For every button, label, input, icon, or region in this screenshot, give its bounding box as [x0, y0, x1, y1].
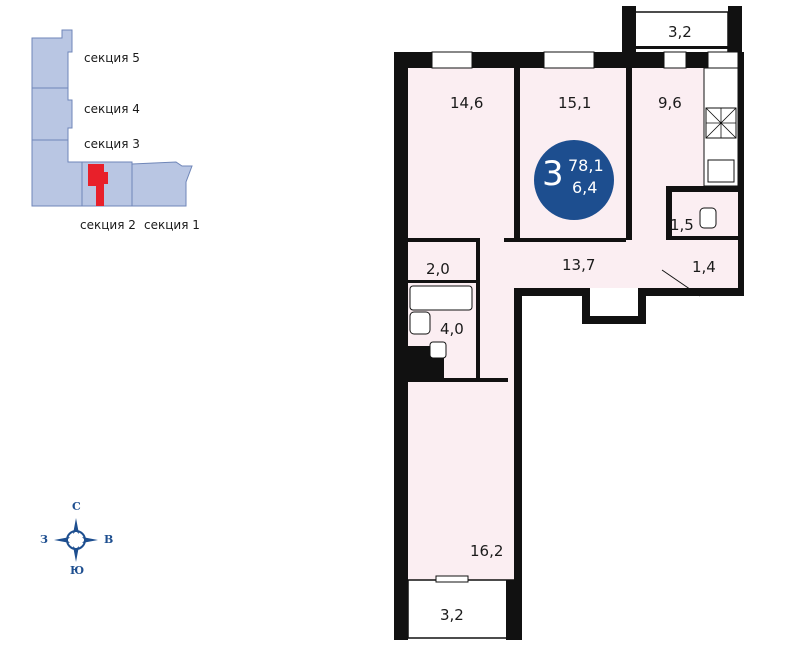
badge-total-area: 78,1: [568, 156, 604, 175]
compass-east: В: [104, 533, 114, 546]
badge-living-area: 6,4: [572, 178, 598, 197]
key-plan-label-section-4: секция 4: [84, 102, 140, 116]
bathroom-toilet: [429, 341, 447, 359]
apartment-badge: 3 78,1 6,4: [534, 140, 614, 220]
key-plan: [31, 29, 193, 207]
compass-icon: [54, 518, 98, 562]
sink: [707, 159, 735, 183]
key-plan-label-section-3: секция 3: [84, 137, 140, 151]
key-plan-section-3: [31, 139, 83, 207]
key-plan-section-1: [131, 161, 193, 207]
area-balcony-bottom: 3,2: [440, 606, 464, 624]
area-bathroom: 4,0: [440, 320, 464, 338]
area-balcony-top: 3,2: [668, 23, 692, 41]
toilet: [699, 207, 717, 229]
key-plan-label-section-5: секция 5: [84, 51, 140, 65]
key-plan-label-section-1: секция 1: [144, 218, 200, 232]
key-plan-section-5: [31, 29, 73, 89]
area-hall-small: 1,4: [692, 258, 716, 276]
area-room-mid-top: 15,1: [558, 94, 592, 112]
washbasin: [409, 311, 431, 335]
key-plan-section-4: [31, 87, 73, 141]
badge-rooms-count: 3: [542, 154, 564, 194]
walls: [394, 6, 744, 640]
area-wc: 1,5: [670, 216, 694, 234]
area-kitchen: 9,6: [658, 94, 682, 112]
compass-west: З: [40, 533, 48, 546]
bathtub: [409, 285, 473, 311]
key-plan-highlight: [88, 164, 108, 206]
area-corridor: 13,7: [562, 256, 596, 274]
compass-south: Ю: [70, 564, 85, 577]
area-room-left-top: 14,6: [450, 94, 484, 112]
area-room-bottom: 16,2: [470, 542, 504, 560]
entry-door: [661, 269, 701, 297]
area-closet: 2,0: [426, 260, 450, 278]
key-plan-label-section-2: секция 2: [80, 218, 136, 232]
balcony-bottom: [407, 579, 515, 639]
compass-north: С: [72, 500, 81, 513]
